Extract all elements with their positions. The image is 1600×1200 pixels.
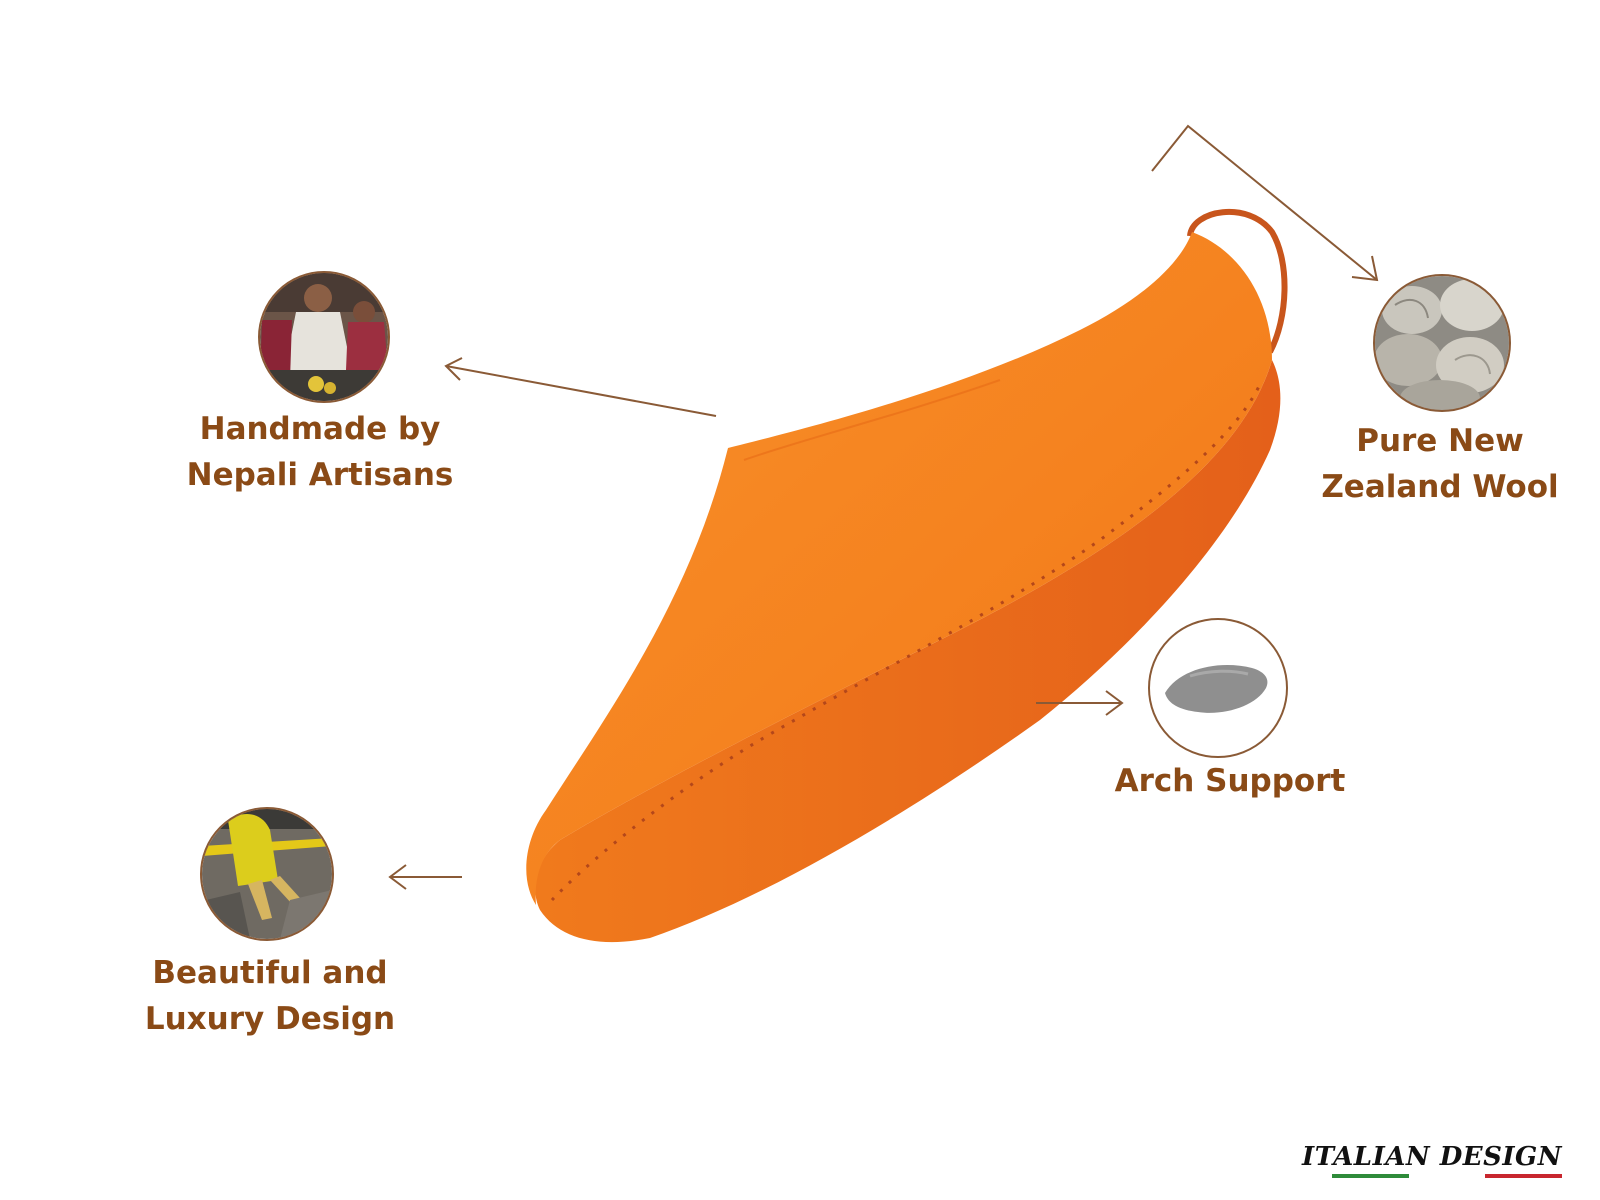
opening-edge bbox=[743, 379, 1001, 461]
slipper-sole bbox=[535, 360, 1281, 943]
feature-label-line: Handmade by bbox=[199, 411, 441, 447]
flag-stripe-red bbox=[1485, 1174, 1563, 1178]
flag-stripe-green bbox=[1332, 1174, 1409, 1178]
slipper-upper bbox=[526, 232, 1272, 905]
brand-text: ITALIAN DESIGN bbox=[1302, 1142, 1562, 1172]
heel-loop bbox=[1187, 208, 1288, 354]
feature-label-handmade: Handmade by Nepali Artisans bbox=[160, 406, 480, 498]
arrow-handmade-head bbox=[444, 357, 463, 381]
arrow-arch-head bbox=[1105, 690, 1124, 716]
design-photo bbox=[200, 807, 334, 941]
feature-label-line: Nepali Artisans bbox=[186, 457, 454, 493]
feature-label-line: Beautiful and bbox=[152, 955, 388, 991]
arrow-wool-head bbox=[1351, 255, 1379, 282]
pointer-arrows bbox=[388, 124, 1379, 890]
sole-stitching bbox=[550, 379, 1264, 902]
feature-label-line: Arch Support bbox=[1114, 763, 1346, 799]
italian-flag-stripe bbox=[1332, 1174, 1563, 1178]
feature-label-line: Pure New bbox=[1356, 423, 1524, 459]
arch-support-insert bbox=[1148, 618, 1288, 758]
brand-mark: ITALIAN DESIGN bbox=[1302, 1142, 1563, 1178]
feature-label-design: Beautiful and Luxury Design bbox=[110, 950, 430, 1042]
feature-label-arch-support: Arch Support bbox=[1085, 758, 1375, 804]
arrow-design-head bbox=[388, 864, 407, 890]
arrow-wool bbox=[1151, 124, 1378, 281]
feature-label-wool: Pure New Zealand Wool bbox=[1280, 418, 1600, 510]
slipper-illustration bbox=[526, 208, 1288, 943]
wool-photo bbox=[1373, 274, 1511, 412]
flag-stripe-white bbox=[1408, 1174, 1486, 1178]
artisans-photo bbox=[258, 271, 390, 403]
arrow-handmade bbox=[445, 365, 717, 417]
feature-label-line: Zealand Wool bbox=[1321, 469, 1559, 505]
feature-label-line: Luxury Design bbox=[144, 1001, 396, 1037]
